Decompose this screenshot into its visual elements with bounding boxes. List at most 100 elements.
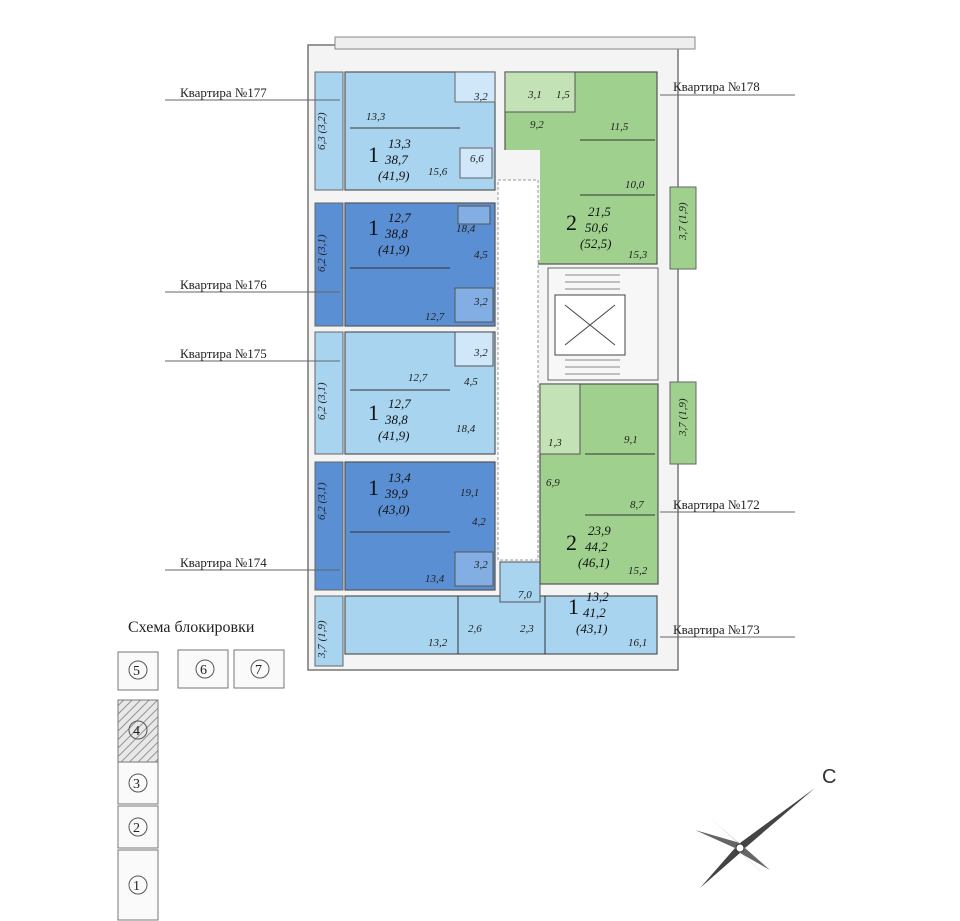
room-area: 7,0 [518, 589, 532, 601]
section-number: 1 [133, 879, 140, 894]
room-area: 2,6 [468, 623, 482, 635]
apartment-175[interactable] [314, 331, 496, 455]
room-area: 12,7 [425, 311, 445, 323]
living-area-178: 21,5 [588, 204, 611, 219]
bathroom-178 [504, 71, 576, 113]
total-area-175: 38,8 [384, 412, 408, 427]
rooms-count-178: 2 [566, 210, 577, 235]
label-apartment-176: Квартира №176 [180, 277, 267, 292]
total-balcony-area-174: (43,0) [378, 502, 409, 517]
room-area: 18,4 [456, 223, 476, 235]
total-balcony-area-176: (41,9) [378, 242, 409, 257]
scheme-title: Схема блокировки [128, 619, 255, 636]
apartment-176[interactable] [314, 202, 496, 327]
label-apartment-177: Квартира №177 [180, 85, 267, 100]
room-area: 15,3 [628, 249, 648, 261]
apartment-174[interactable] [314, 461, 496, 591]
room-area: 3,2 [473, 347, 488, 359]
room-area: 19,1 [460, 487, 479, 499]
bathroom-176 [454, 287, 494, 323]
section-number: 5 [133, 664, 140, 679]
blocking-scheme [117, 649, 285, 921]
section-number: 2 [133, 821, 140, 836]
balcony-area-174: 6,2 (3,1) [316, 482, 328, 520]
total-area-177: 38,7 [384, 152, 408, 167]
total-area-173: 41,2 [583, 605, 606, 620]
rooms-count-175: 1 [368, 400, 379, 425]
rooms-count-176: 1 [368, 215, 379, 240]
room-area: 2,3 [520, 623, 534, 635]
living-area-175: 12,7 [388, 396, 411, 411]
rooms-count-174: 1 [368, 475, 379, 500]
room-area: 3,2 [473, 296, 488, 308]
total-area-178: 50,6 [585, 220, 608, 235]
balcony-area-175: 6,2 (3,1) [316, 382, 328, 420]
room-area: 16,1 [628, 637, 647, 649]
room-area: 9,1 [624, 434, 638, 446]
total-area-172: 44,2 [585, 539, 608, 554]
living-area-172: 23,9 [588, 523, 611, 538]
total-balcony-area-178: (52,5) [580, 236, 611, 251]
room-area: 1,5 [556, 89, 570, 101]
label-apartment-178: Квартира №178 [673, 79, 760, 94]
compass-rose-icon [695, 788, 815, 888]
total-balcony-area-175: (41,9) [378, 428, 409, 443]
room-area: 13,4 [425, 573, 445, 585]
balcony-area-178: 3,7 (1,9) [677, 202, 689, 241]
bathroom-172 [539, 383, 581, 455]
room-area: 11,5 [610, 121, 629, 133]
room-area: 4,2 [472, 516, 486, 528]
room-area: 18,4 [456, 423, 476, 435]
total-area-174: 39,9 [384, 486, 408, 501]
room-area: 8,7 [630, 499, 644, 511]
room-area: 6,9 [546, 477, 560, 489]
label-apartment-173: Квартира №173 [673, 622, 760, 637]
label-apartment-175: Квартира №175 [180, 346, 267, 361]
balcony-178 [669, 186, 697, 270]
rooms-count-177: 1 [368, 142, 379, 167]
balcony-area-172: 3,7 (1,9) [677, 398, 689, 437]
balcony-175 [314, 331, 344, 455]
room-area: 4,5 [474, 249, 488, 261]
kitchen-sink-177 [459, 147, 493, 179]
kitchen-176 [457, 205, 491, 225]
bathroom-177 [454, 71, 496, 103]
room-area: 10,0 [625, 179, 645, 191]
rooms-count-172: 2 [566, 530, 577, 555]
total-area-176: 38,8 [384, 226, 408, 241]
corridor [497, 179, 539, 561]
apartment-172[interactable] [539, 381, 697, 585]
living-area-173: 13,2 [586, 589, 609, 604]
room-area: 9,2 [530, 119, 544, 131]
room-area: 15,6 [428, 166, 448, 178]
apartment-177[interactable] [314, 71, 496, 191]
section-number: 7 [255, 663, 262, 678]
room-area: 13,2 [428, 637, 448, 649]
room-area: 3,2 [473, 559, 488, 571]
balcony-area-177: 6,3 (3,2) [316, 112, 328, 150]
bathroom-174 [454, 551, 494, 587]
balcony-173 [314, 595, 344, 667]
balcony-174 [314, 461, 344, 591]
balcony-172 [669, 381, 697, 465]
room-area: 6,6 [470, 153, 484, 165]
section-number: 6 [200, 663, 207, 678]
total-balcony-area-173: (43,1) [576, 621, 607, 636]
label-leaders [165, 94, 795, 638]
compass-north-letter: С [822, 766, 836, 788]
room-area: 3,2 [473, 91, 488, 103]
living-area-174: 13,4 [388, 470, 411, 485]
room-area: 13,3 [366, 111, 386, 123]
balcony-area-176: 6,2 (3,1) [316, 234, 328, 272]
apartment-173[interactable] [314, 561, 658, 667]
living-area-176: 12,7 [388, 210, 411, 225]
room-area: 4,5 [464, 376, 478, 388]
label-apartment-174: Квартира №174 [180, 555, 267, 570]
total-balcony-area-172: (46,1) [578, 555, 609, 570]
balcony-177 [314, 71, 344, 191]
rooms-count-173: 1 [568, 594, 579, 619]
balcony-area-173: 3,7 (1,9) [316, 620, 328, 659]
total-balcony-area-177: (41,9) [378, 168, 409, 183]
balcony-176 [314, 202, 344, 327]
stair-elevator-core [547, 267, 659, 381]
